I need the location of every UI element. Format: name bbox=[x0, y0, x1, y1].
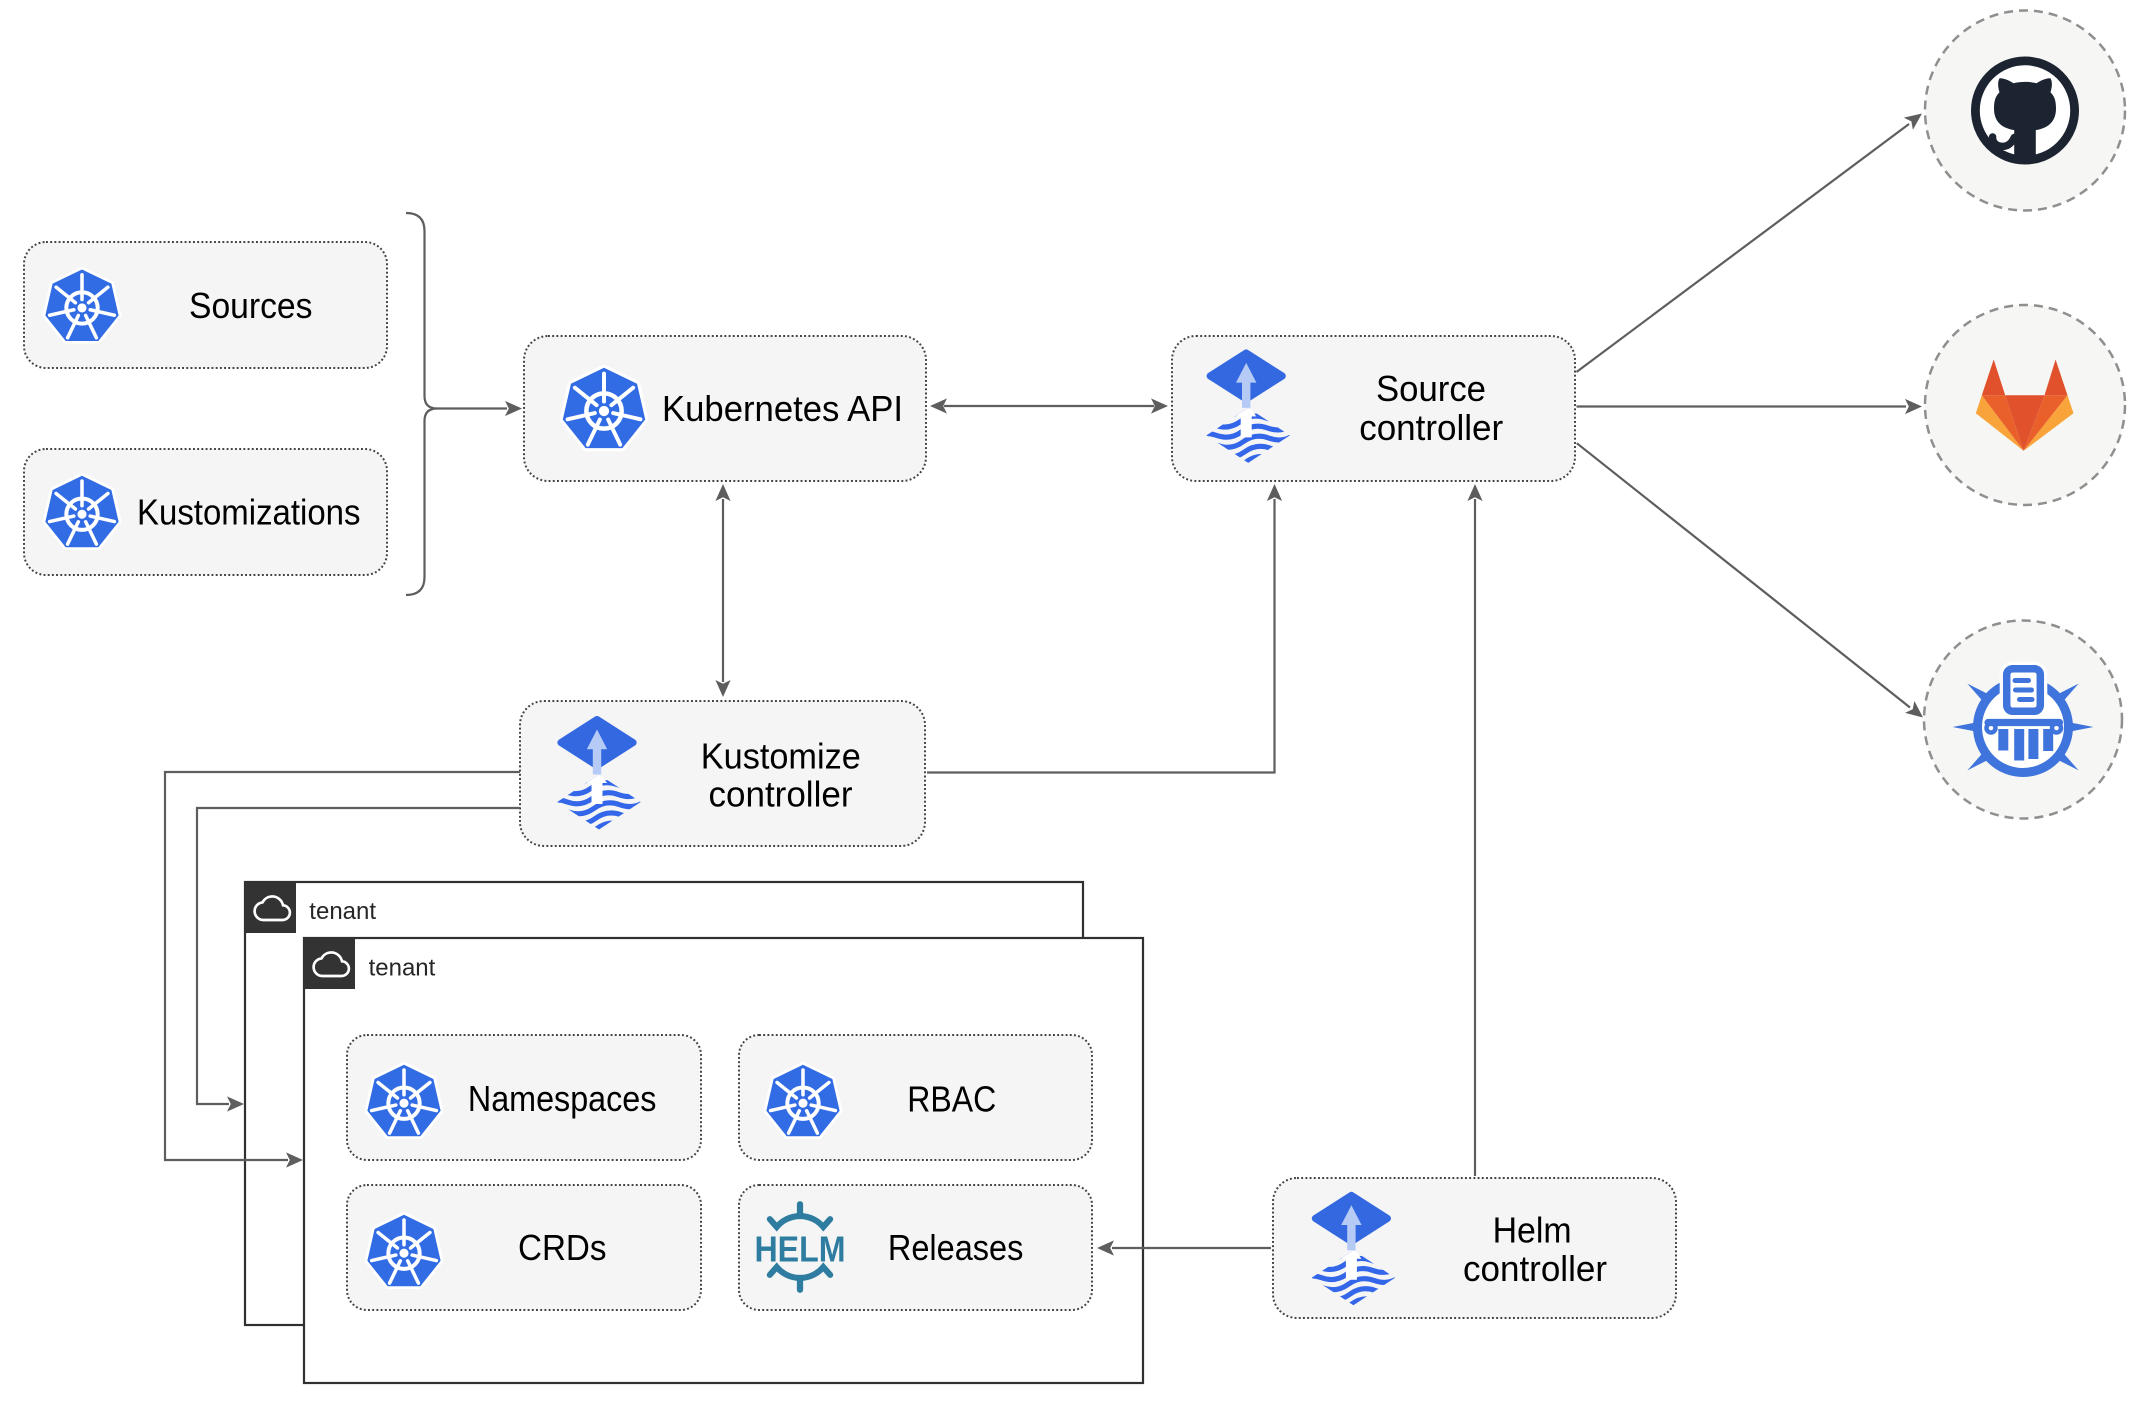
svg-text:tenant: tenant bbox=[369, 955, 436, 982]
svg-text:Releases: Releases bbox=[888, 1227, 1024, 1268]
svg-text:Kustomizations: Kustomizations bbox=[137, 492, 361, 533]
svg-text:RBAC: RBAC bbox=[907, 1078, 996, 1119]
svg-text:controller: controller bbox=[709, 774, 853, 815]
svg-text:controller: controller bbox=[1463, 1248, 1607, 1289]
svg-text:Source: Source bbox=[1376, 368, 1486, 409]
svg-text:tenant: tenant bbox=[309, 898, 376, 925]
svg-text:Sources: Sources bbox=[189, 285, 313, 326]
svg-text:Kustomize: Kustomize bbox=[701, 736, 861, 777]
svg-text:controller: controller bbox=[1359, 407, 1503, 448]
svg-text:CRDs: CRDs bbox=[518, 1227, 607, 1268]
svg-text:Helm: Helm bbox=[1493, 1209, 1572, 1250]
svg-text:Kubernetes API: Kubernetes API bbox=[662, 388, 903, 429]
svg-text:Namespaces: Namespaces bbox=[468, 1078, 657, 1119]
